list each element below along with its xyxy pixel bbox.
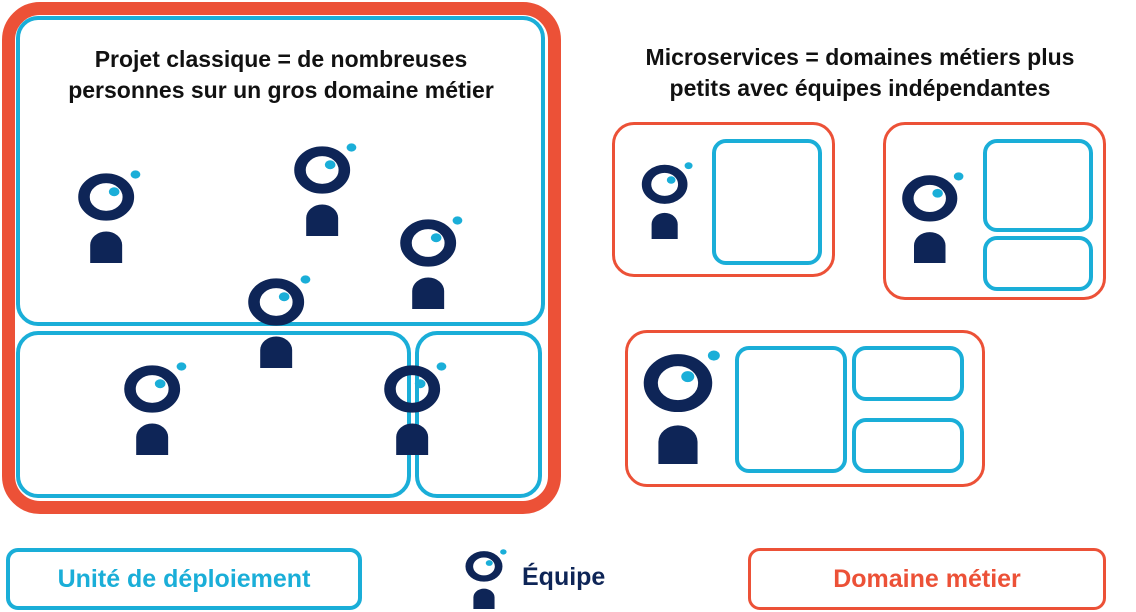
microservice-3-deployment-unit-a (735, 346, 847, 473)
microservices-title-line2: petits avec équipes indépendantes (669, 75, 1051, 101)
team-person-icon (640, 162, 698, 239)
classic-project-title-line1: Projet classique = de nombreuses (94, 46, 468, 72)
microservice-3-deployment-unit-c (852, 418, 964, 473)
team-person-icon (900, 172, 970, 263)
legend-deployment-unit-label: Unité de déploiement (57, 564, 311, 593)
microservice-3-deployment-unit-b (852, 346, 964, 401)
classic-deployment-unit-bottom-left (16, 331, 411, 498)
microservice-1-deployment-unit (712, 139, 822, 265)
legend-team-label: Équipe (522, 563, 606, 591)
microservice-domain-1 (612, 122, 835, 277)
microservice-2-deployment-unit-b (983, 236, 1093, 291)
team-person-icon (398, 216, 469, 309)
legend-business-domain: Domaine métier (748, 548, 1106, 610)
microservice-domain-2 (883, 122, 1106, 300)
team-person-icon (382, 362, 453, 455)
team-person-icon (292, 143, 363, 236)
legend-deployment-unit: Unité de déploiement (6, 548, 362, 610)
team-person-icon (122, 362, 193, 455)
microservices-title-line1: Microservices = domaines métiers plus (645, 44, 1075, 70)
classic-project-title: Projet classique = de nombreuses personn… (30, 44, 532, 106)
microservices-title: Microservices = domaines métiers plus pe… (600, 42, 1120, 104)
legend-business-domain-label: Domaine métier (833, 564, 1021, 593)
classic-business-domain (2, 2, 561, 514)
classic-deployment-unit-bottom-right (415, 331, 542, 498)
team-person-icon (641, 350, 728, 464)
classic-project-title-line2: personnes sur un gros domaine métier (68, 77, 494, 103)
team-person-icon (246, 275, 317, 368)
team-person-icon (76, 170, 147, 263)
team-person-icon (464, 549, 511, 609)
microservice-domain-3 (625, 330, 985, 487)
microservice-2-deployment-unit-a (983, 139, 1093, 232)
